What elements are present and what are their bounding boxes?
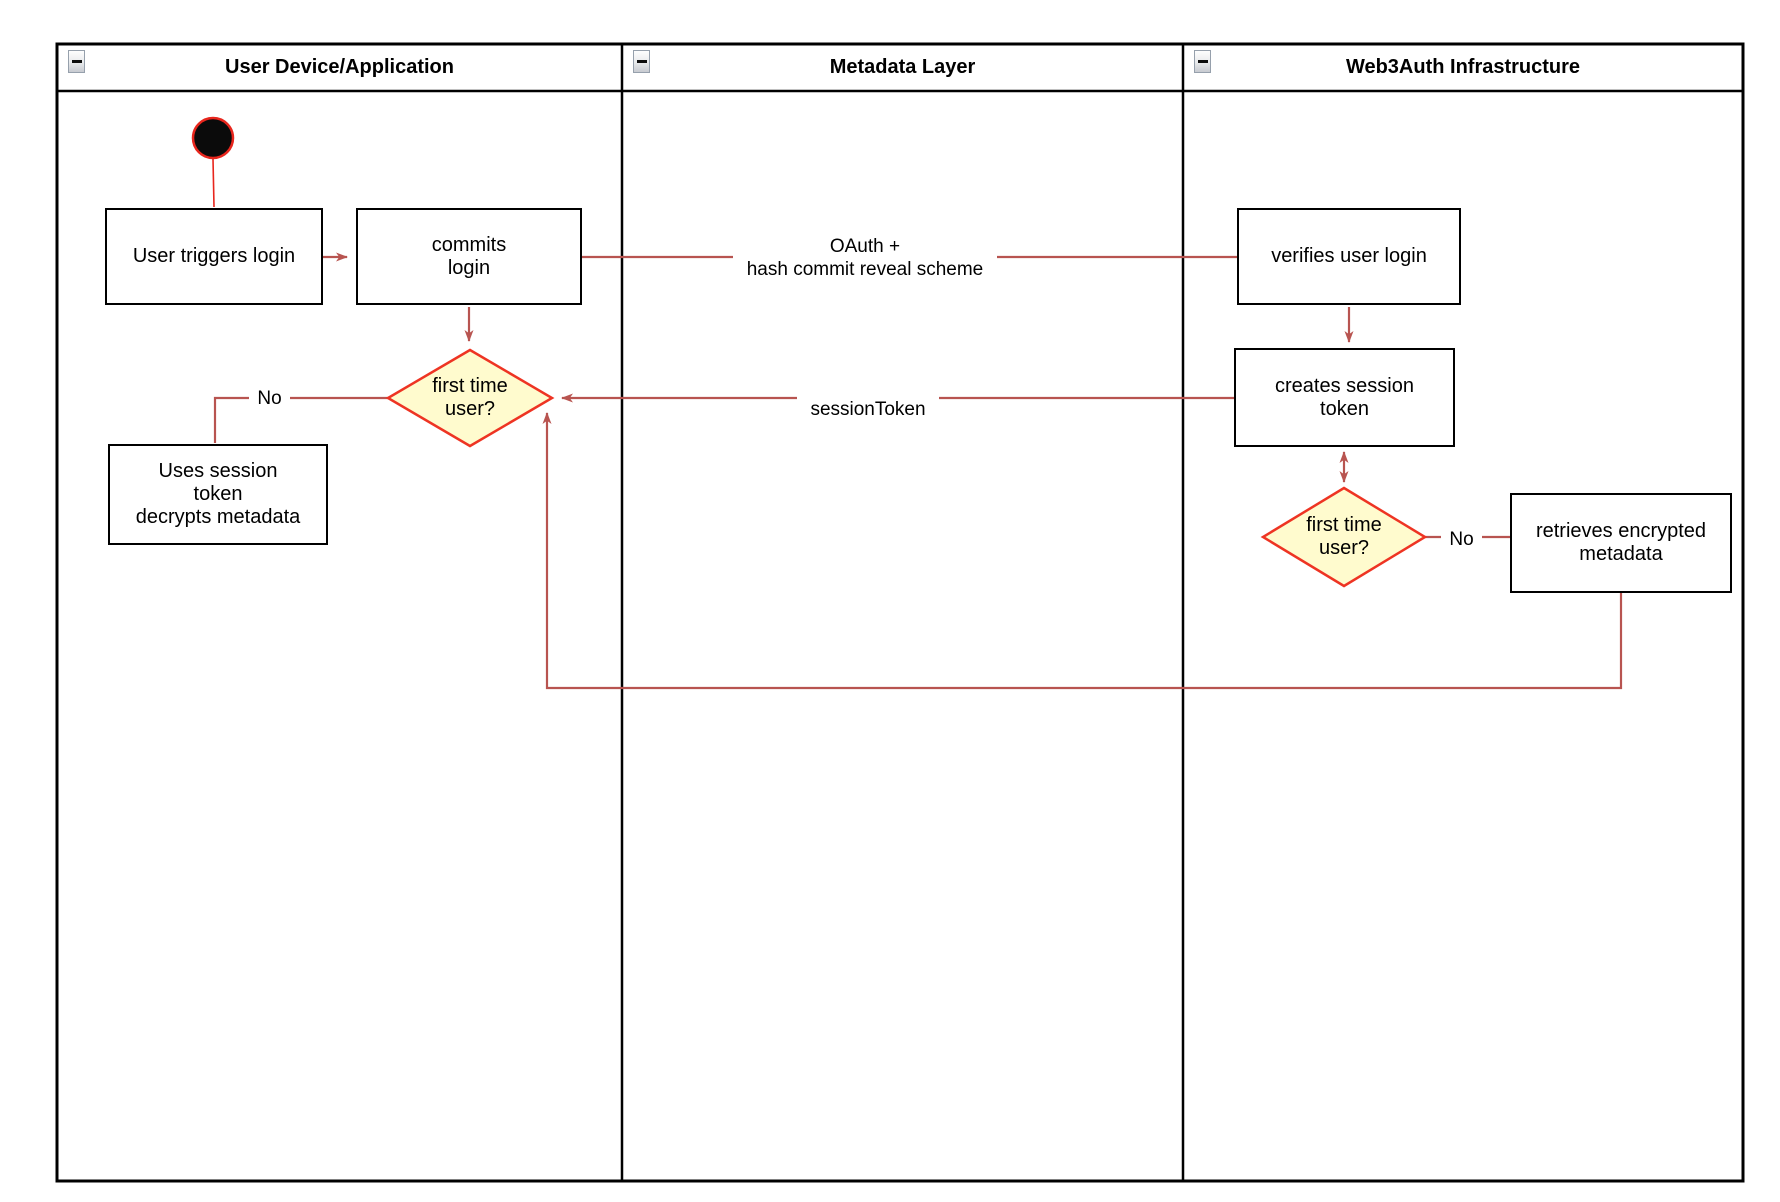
- lane-title-user-device: User Device/Application: [225, 56, 454, 78]
- minus-icon: [71, 59, 82, 64]
- collapse-lane-icon[interactable]: [633, 50, 650, 73]
- start-node[interactable]: [191, 116, 235, 160]
- edge-start-to-user-triggers-login[interactable]: [212, 158, 215, 208]
- node-creates-session-token[interactable]: creates session token: [1234, 348, 1455, 447]
- lane-title-metadata-layer: Metadata Layer: [829, 56, 976, 78]
- edge-label-oauth[interactable]: OAuth + hash commit reveal scheme: [733, 234, 997, 282]
- edge-decision-left-no[interactable]: [213, 396, 388, 443]
- collapse-lane-icon[interactable]: [1194, 50, 1211, 73]
- decision-right-label[interactable]: first time user?: [1306, 514, 1382, 559]
- collapse-lane-icon[interactable]: [68, 50, 85, 73]
- decision-first-time-user-left[interactable]: [385, 348, 555, 448]
- node-retrieves-encrypted-metadata[interactable]: retrieves encrypted metadata: [1510, 493, 1732, 593]
- decision-left-label[interactable]: first time user?: [432, 375, 508, 420]
- minus-icon: [1197, 59, 1208, 64]
- edge-label-no-left[interactable]: No: [249, 386, 290, 411]
- swimlane-frame: [55, 42, 1745, 1183]
- edge-label-no-right[interactable]: No: [1441, 527, 1482, 552]
- minus-icon: [636, 59, 647, 64]
- node-verifies-user-login[interactable]: verifies user login: [1237, 208, 1461, 305]
- lane-title-web3auth-infrastructure: Web3Auth Infrastructure: [1345, 56, 1581, 78]
- edge-label-session-token[interactable]: sessionToken: [797, 396, 939, 423]
- node-user-triggers-login[interactable]: User triggers login: [105, 208, 323, 305]
- decision-first-time-user-right[interactable]: [1260, 486, 1428, 588]
- edge-retrieves-loop-to-decision-left[interactable]: [542, 412, 1623, 690]
- node-uses-session-token[interactable]: Uses session token decrypts metadata: [108, 444, 328, 545]
- node-commits-login[interactable]: commits login: [356, 208, 582, 305]
